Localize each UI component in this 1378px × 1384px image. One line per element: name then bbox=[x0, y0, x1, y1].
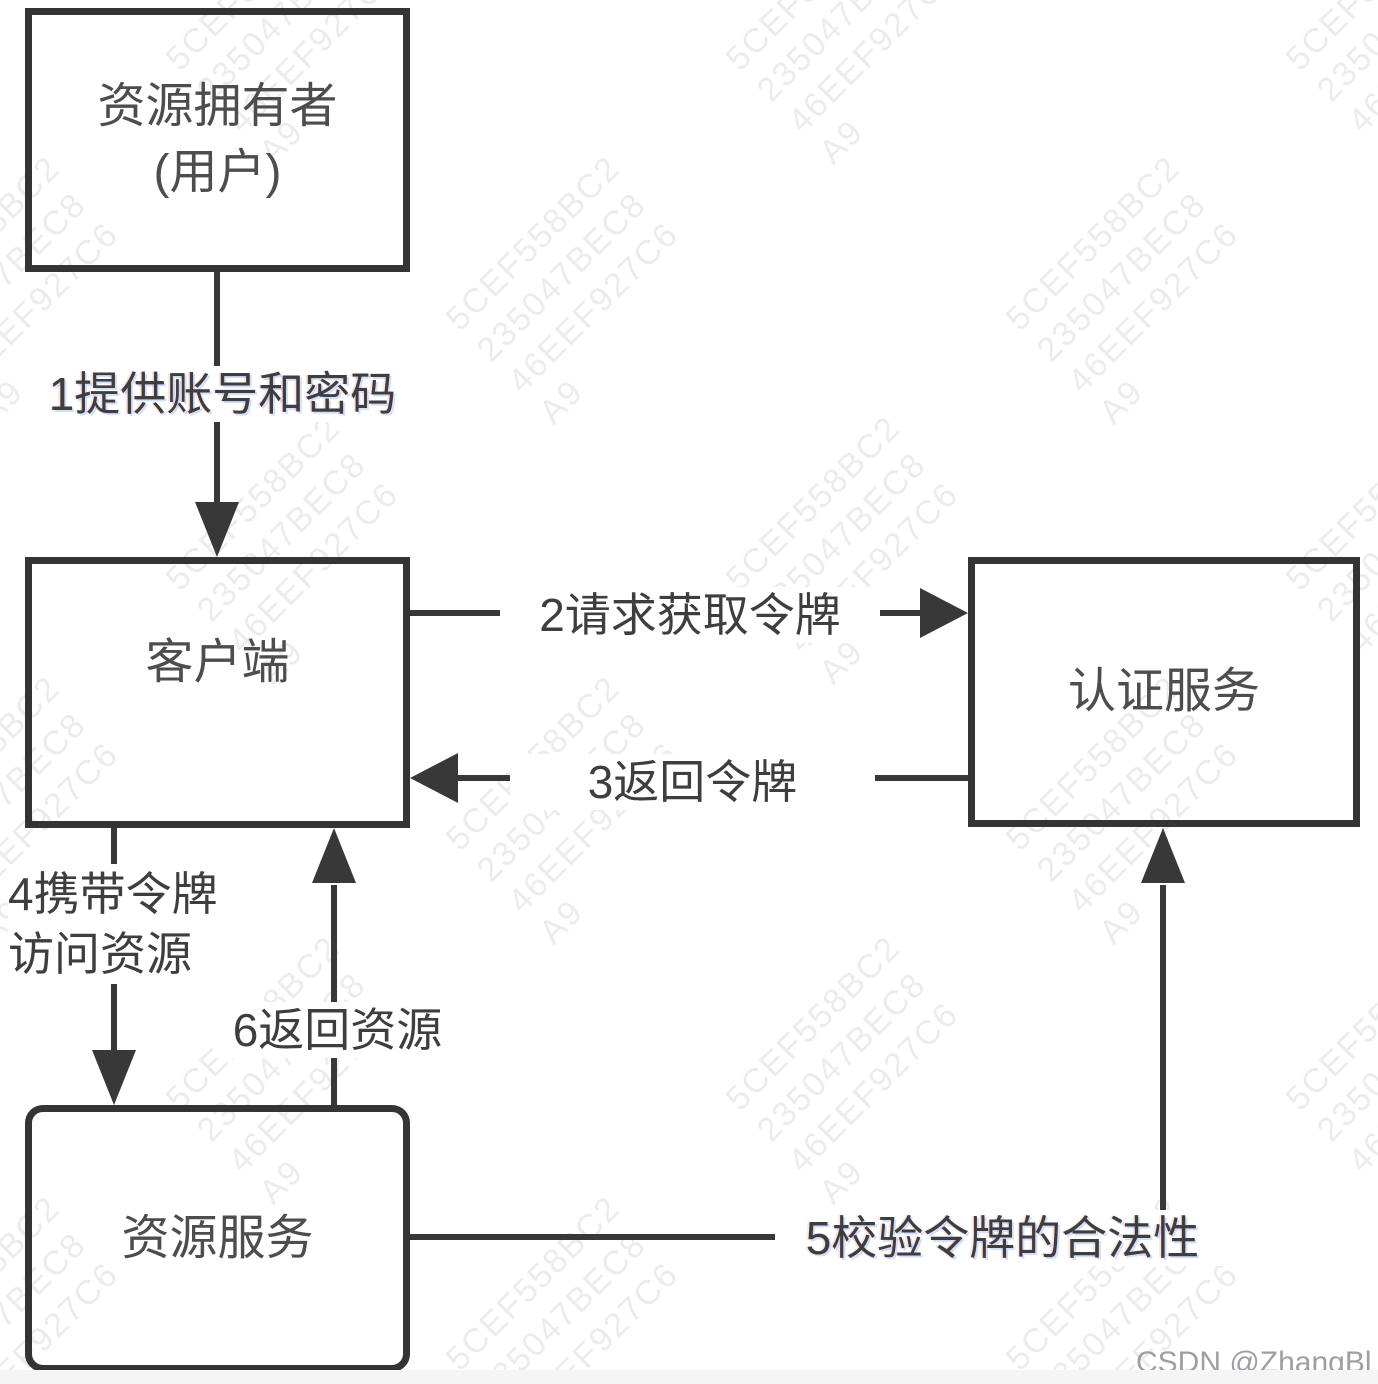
node-client-label: 客户端 bbox=[145, 635, 290, 689]
flow-label-step4-line2: 访问资源 bbox=[8, 928, 192, 980]
arrowhead-step4-down-icon bbox=[92, 1050, 136, 1105]
node-client: 客户端 bbox=[25, 557, 410, 828]
flow-label-step4: 4携带令牌 访问资源 bbox=[8, 864, 242, 984]
node-resource-service-label: 资源服务 bbox=[121, 1211, 314, 1265]
arrowhead-step3-left-icon bbox=[410, 753, 458, 803]
flow-label-step4-line1: 4携带令牌 bbox=[8, 868, 218, 920]
flow-label-step2: 2请求获取令牌 bbox=[500, 587, 880, 643]
arrowhead-step2-right-icon bbox=[920, 588, 968, 638]
flow-line-step6 bbox=[331, 885, 337, 1105]
arrowhead-step5-up-icon bbox=[1141, 828, 1185, 883]
node-resource-service: 资源服务 bbox=[25, 1105, 410, 1372]
node-resource-owner: 资源拥有者 (用户) bbox=[25, 8, 410, 272]
flow-label-step5: 5校验令牌的合法性 bbox=[775, 1210, 1230, 1266]
node-resource-owner-label-line2: (用户) bbox=[153, 146, 282, 199]
node-resource-owner-label-line1: 资源拥有者 bbox=[97, 80, 338, 133]
arrowhead-step1-down-icon bbox=[195, 502, 239, 557]
flow-label-step3: 3返回令牌 bbox=[510, 754, 875, 810]
node-auth-service-label: 认证服务 bbox=[1067, 665, 1260, 718]
arrowhead-step6-up-icon bbox=[312, 828, 356, 883]
flow-label-step1: 1提供账号和密码 bbox=[25, 366, 420, 422]
node-auth-service: 认证服务 bbox=[968, 557, 1360, 827]
flow-line-step5-vertical bbox=[1160, 885, 1166, 1240]
footer-strip bbox=[0, 1370, 1378, 1384]
flow-label-step6: 6返回资源 bbox=[215, 1002, 460, 1058]
